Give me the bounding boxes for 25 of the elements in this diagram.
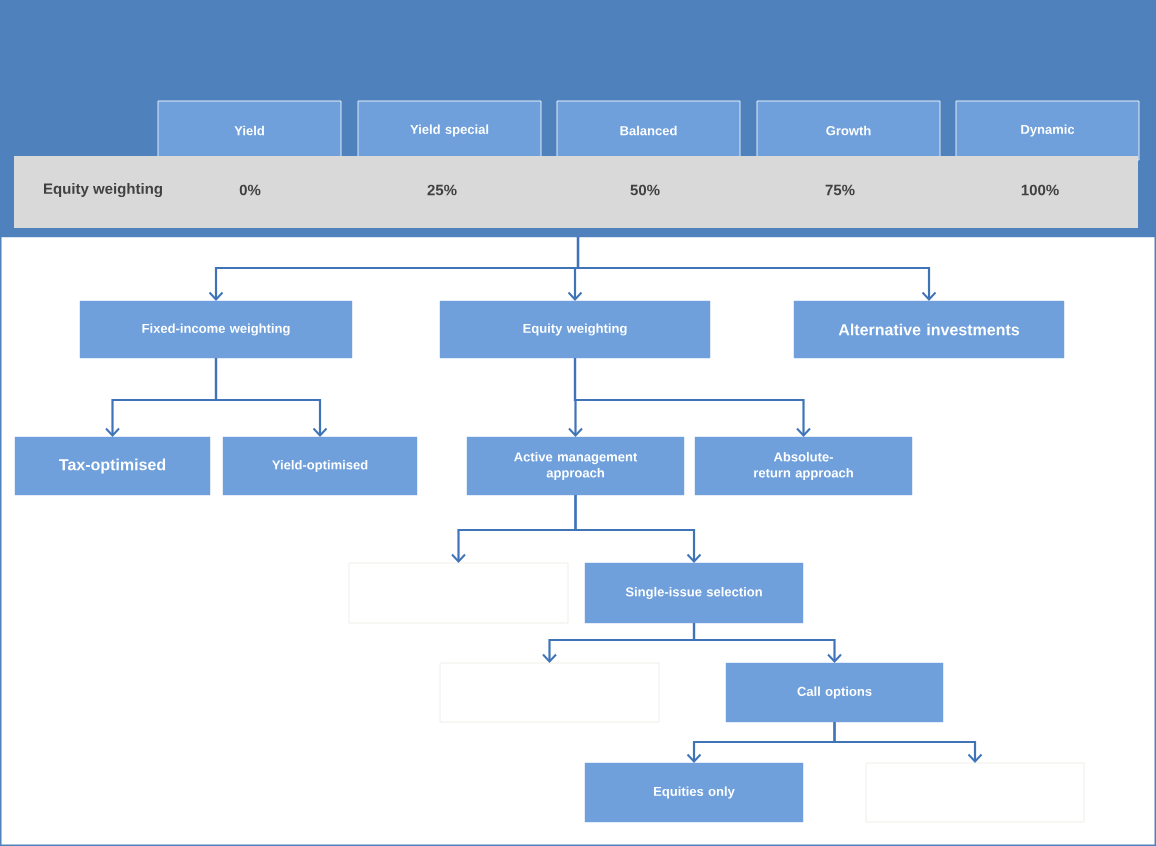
arrow xyxy=(574,495,702,563)
category-box: Alternative investments xyxy=(793,300,1065,359)
weighting-row: Equity weighting 0% 25% 50% 75% 100% xyxy=(14,156,1138,228)
strategy-box: Yield-optimised xyxy=(222,436,418,496)
arrow xyxy=(576,237,937,301)
column-header: Yield xyxy=(157,100,342,161)
column-header: Yield special xyxy=(357,100,542,161)
arrow xyxy=(833,722,983,763)
empty-box xyxy=(439,662,660,723)
strategy-box: Active management approach xyxy=(466,436,685,496)
column-header: Balanced xyxy=(556,100,741,161)
arrow xyxy=(692,623,842,663)
strategy-box: Call options xyxy=(725,662,944,723)
strategy-box: Equities only xyxy=(584,762,804,823)
empty-box xyxy=(865,762,1085,823)
category-box: Fixed-income weighting xyxy=(79,300,353,359)
strategy-box: Single-issue selection xyxy=(584,562,804,624)
column-header: Growth xyxy=(756,100,941,161)
category-box: Equity weighting xyxy=(439,300,711,359)
strategy-box: Tax-optimised xyxy=(14,436,211,496)
strategy-box: Absolute-return approach xyxy=(694,436,913,496)
arrow xyxy=(214,358,328,437)
column-header: Dynamic xyxy=(955,100,1140,161)
arrow xyxy=(573,358,811,437)
empty-box xyxy=(348,562,569,624)
